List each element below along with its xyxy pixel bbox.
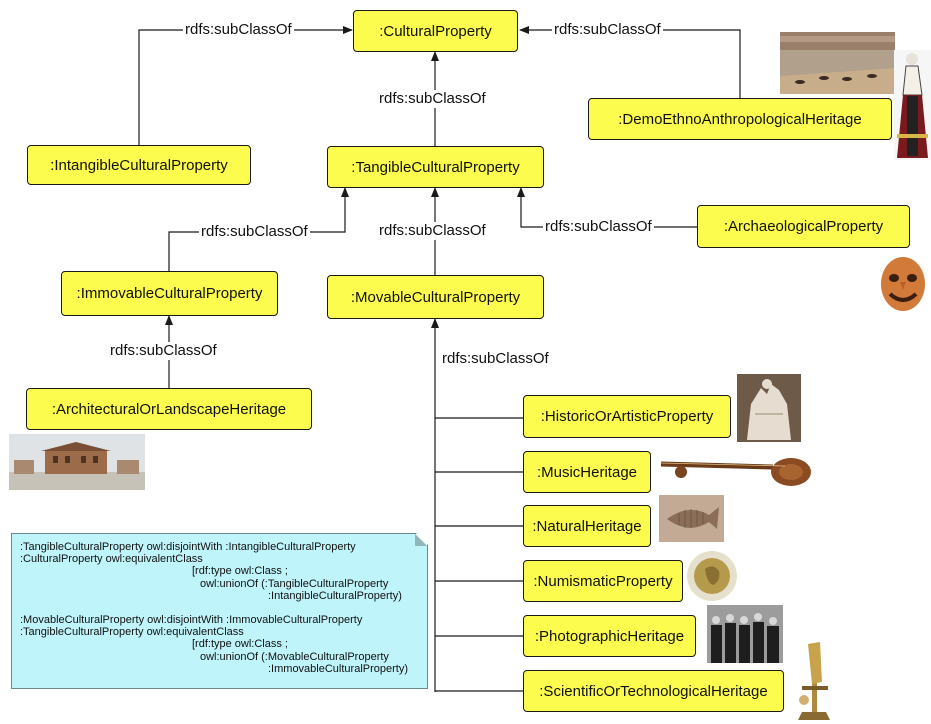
edge-label-subclassof: rdfs:subClassOf <box>108 342 219 360</box>
coin-photo <box>685 549 739 603</box>
edge-label-subclassof: rdfs:subClassOf <box>183 21 294 39</box>
edge-label-subclassof: rdfs:subClassOf <box>199 223 310 241</box>
node-demo-ethno-anthropological-heritage[interactable]: :DemoEthnoAnthropologicalHeritage <box>588 98 892 140</box>
node-music-heritage[interactable]: :MusicHeritage <box>523 451 651 493</box>
note-line: :TangibleCulturalProperty owl:equivalent… <box>20 626 244 639</box>
sitar-photo <box>655 452 813 490</box>
node-intangible-cultural-property[interactable]: :IntangibleCulturalProperty <box>27 145 251 185</box>
edge-label-subclassof: rdfs:subClassOf <box>552 21 663 39</box>
node-historic-or-artistic-property[interactable]: :HistoricOrArtisticProperty <box>523 395 731 438</box>
node-scientific-or-technological-heritage[interactable]: :ScientificOrTechnologicalHeritage <box>523 670 784 712</box>
archaeological-mask-photo <box>881 257 925 311</box>
note-line: :ImmovableCulturalProperty) <box>268 662 408 675</box>
note-line: owl:unionOf (:TangibleCulturalProperty <box>200 577 389 590</box>
note-line: :TangibleCulturalProperty owl:disjointWi… <box>20 541 356 553</box>
edge-label-subclassof: rdfs:subClassOf <box>440 350 551 368</box>
edge-intangible-to-cultural <box>138 26 353 145</box>
palio-square-photo <box>780 32 895 94</box>
group-photograph-photo <box>707 605 783 663</box>
note-line: owl:unionOf (:MovableCulturalProperty <box>200 650 389 663</box>
node-immovable-cultural-property[interactable]: :ImmovableCulturalProperty <box>61 271 278 316</box>
edge-demoethno-to-cultural <box>519 26 741 98</box>
note-line: :MovableCulturalProperty owl:disjointWit… <box>20 613 363 626</box>
node-tangible-cultural-property[interactable]: :TangibleCulturalProperty <box>327 146 544 188</box>
node-movable-cultural-property[interactable]: :MovableCulturalProperty <box>327 275 544 319</box>
fossil-photo <box>659 495 724 542</box>
note-line: [rdf:type owl:Class ; <box>192 638 288 651</box>
sculpture-photo <box>737 374 801 442</box>
node-numismatic-property[interactable]: :NumismaticProperty <box>523 560 683 602</box>
note-line: :CulturalProperty owl:equivalentClass <box>20 553 203 566</box>
node-archaeological-property[interactable]: :ArchaeologicalProperty <box>697 205 910 248</box>
node-photographic-heritage[interactable]: :PhotographicHeritage <box>523 615 696 657</box>
villa-landscape-photo <box>9 434 145 490</box>
edge-label-subclassof: rdfs:subClassOf <box>377 90 488 108</box>
owl-axioms-note: :TangibleCulturalProperty owl:disjointWi… <box>11 533 428 689</box>
edge-label-subclassof: rdfs:subClassOf <box>543 218 654 236</box>
node-architectural-or-landscape-heritage[interactable]: :ArchitecturalOrLandscapeHeritage <box>26 388 312 430</box>
note-line: :IntangibleCulturalProperty) <box>268 589 402 602</box>
edge-label-subclassof: rdfs:subClassOf <box>377 222 488 240</box>
note-line: [rdf:type owl:Class ; <box>192 565 288 578</box>
node-natural-heritage[interactable]: :NaturalHeritage <box>523 505 651 547</box>
traditional-dress-photo <box>894 50 931 160</box>
node-cultural-property[interactable]: :CulturalProperty <box>353 10 518 52</box>
microscope-photo <box>790 636 838 722</box>
